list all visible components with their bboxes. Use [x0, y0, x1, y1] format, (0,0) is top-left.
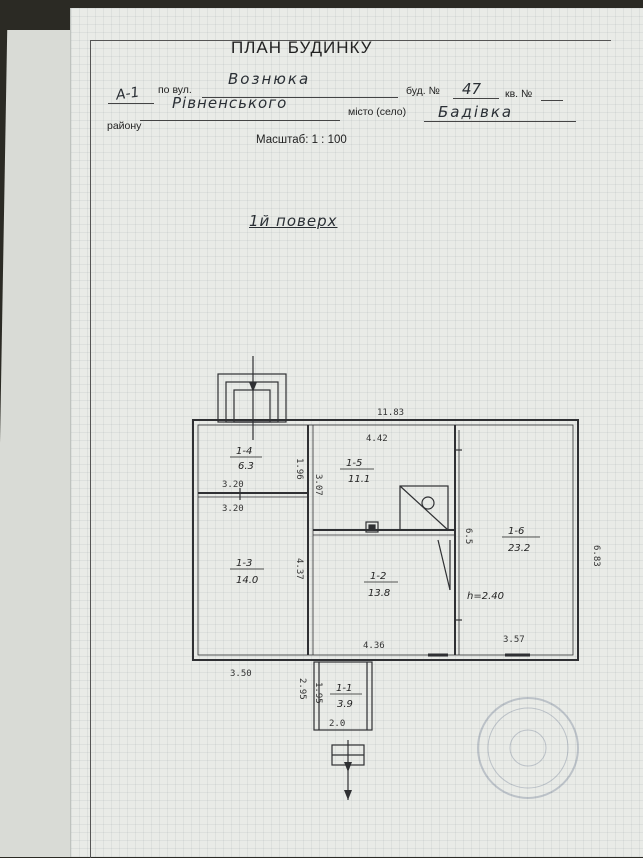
room-1-4-area: 6.3	[238, 461, 254, 472]
outer-walls	[192, 419, 579, 661]
street-line	[202, 97, 398, 98]
room-1-6-area: 23.2	[508, 543, 530, 554]
dim-6-5: 6.5	[463, 528, 473, 544]
page-frame	[90, 40, 611, 858]
house-line	[453, 98, 499, 99]
stove	[399, 485, 449, 531]
dim-3-07: 3.07	[313, 474, 323, 496]
room-1-3-area: 14.0	[236, 575, 258, 586]
house-value: 47	[462, 80, 482, 98]
room-1-6-id: 1-6	[508, 526, 524, 537]
district-line	[140, 120, 340, 121]
room-1-3-id: 1-3	[236, 558, 252, 569]
dim-1-96: 1.96	[294, 458, 304, 480]
dim-3-50: 3.50	[230, 669, 252, 679]
room-1-2-id: 1-2	[370, 571, 386, 582]
dim-3-20-bottom: 3.20	[222, 504, 244, 514]
dim-2-0: 2.0	[329, 719, 345, 729]
dim-2-95: 2.95	[297, 678, 307, 700]
stove-box	[365, 521, 379, 533]
dim-4-36: 4.36	[363, 641, 385, 651]
room-1-1-area: 3.9	[337, 699, 353, 710]
street-label: по вул.	[158, 84, 192, 96]
official-stamp	[477, 697, 579, 799]
city-line	[424, 121, 576, 122]
scale-label: Масштаб: 1 : 100	[256, 134, 347, 146]
street-value: Вознюка	[228, 70, 311, 88]
floor-title: 1й поверх	[249, 212, 338, 230]
district-value: Рівненського	[172, 94, 288, 112]
dim-3-20-top: 3.20	[222, 480, 244, 490]
room-1-4-id: 1-4	[236, 446, 252, 457]
room-1-5-area: 11.1	[348, 474, 370, 485]
dim-4-37: 4.37	[294, 558, 304, 580]
apt-line	[541, 100, 563, 101]
chimney-outer	[217, 373, 287, 423]
room-1-1-id: 1-1	[336, 683, 352, 694]
document-sheet	[70, 8, 643, 857]
city-label: місто (село)	[348, 106, 407, 118]
dim-overall-depth: 6.83	[591, 545, 601, 567]
house-label: буд. №	[406, 85, 440, 97]
porch	[313, 661, 373, 731]
dim-1-95: 1.95	[313, 682, 323, 704]
dim-overall-width: 11.83	[377, 408, 404, 418]
chimney-inner	[233, 389, 271, 423]
room-1-5-id: 1-5	[346, 458, 362, 469]
dim-4-42: 4.42	[366, 434, 388, 444]
code-line	[108, 103, 154, 104]
dim-3-57: 3.57	[503, 635, 525, 645]
district-label: району	[107, 120, 142, 132]
document-title: ПЛАН БУДИНКУ	[231, 38, 373, 57]
ceiling-height: h=2.40	[467, 591, 504, 602]
city-value: Бадівка	[438, 103, 514, 121]
room-1-2-area: 13.8	[368, 588, 390, 599]
apt-label: кв. №	[505, 88, 533, 100]
